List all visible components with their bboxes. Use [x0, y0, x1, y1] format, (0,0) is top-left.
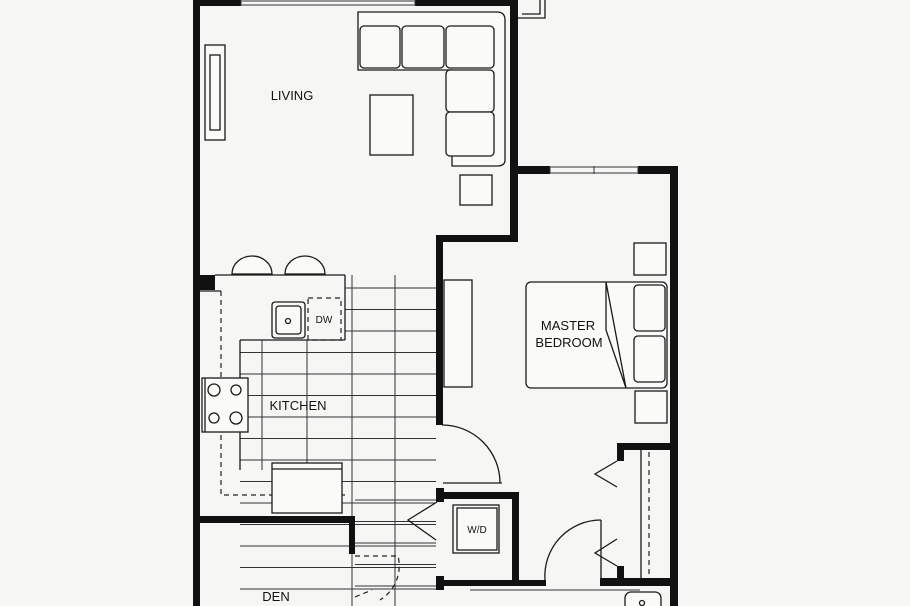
- bath-sink: [624, 591, 662, 606]
- room-label-living: LIVING: [271, 88, 314, 103]
- bedroom-closet: [593, 450, 650, 578]
- dishwasher-label: DW: [316, 315, 333, 326]
- doors: [354, 424, 602, 601]
- windows: [240, 0, 639, 174]
- refrigerator: [271, 462, 343, 514]
- room-label-den: DEN: [262, 589, 289, 604]
- coffee-table: [369, 94, 414, 156]
- bed: [525, 281, 668, 389]
- side-table: [459, 174, 493, 206]
- room-label-master-bedroom-1: MASTER: [541, 318, 595, 333]
- nightstand: [633, 242, 667, 276]
- sectional-sofa: [357, 11, 506, 167]
- sink: [271, 301, 306, 339]
- walls: [193, 0, 678, 606]
- bar-stools: [231, 255, 326, 275]
- dresser: [443, 279, 473, 388]
- washer-dryer-label: W/D: [467, 525, 486, 536]
- fireplace: [204, 44, 226, 141]
- washer-dryer: W/D: [452, 504, 500, 554]
- room-label-kitchen: KITCHEN: [269, 398, 326, 413]
- dishwasher: DW: [307, 297, 342, 341]
- nightstand: [634, 390, 668, 424]
- stove: [201, 377, 249, 433]
- room-label-master-bedroom-2: BEDROOM: [535, 335, 602, 350]
